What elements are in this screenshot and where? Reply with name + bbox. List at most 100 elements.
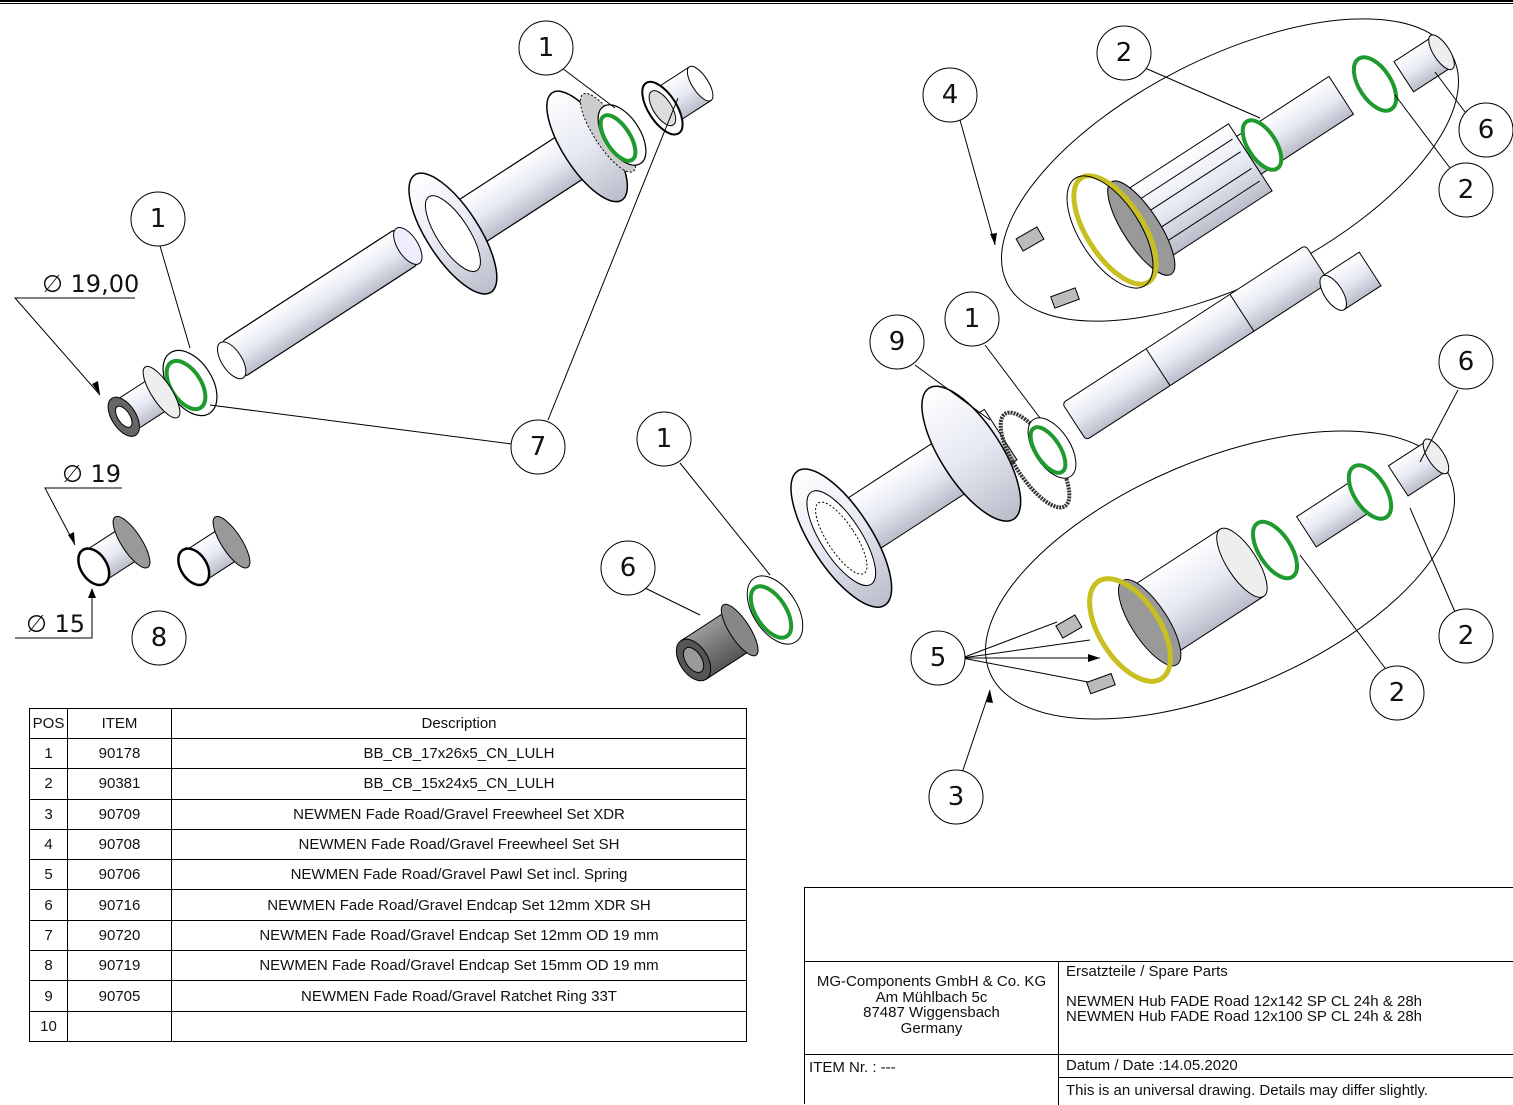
balloon-7: 7 [510, 419, 566, 475]
balloon-circle [518, 20, 574, 76]
balloon-label: 2 [1116, 38, 1133, 68]
balloon-circle [1369, 665, 1425, 721]
bom-header-description: Description [171, 708, 747, 739]
bom-header-pos: POS [29, 708, 68, 739]
balloon-circle [510, 419, 566, 475]
bearing-sh-outer [1351, 55, 1399, 113]
drawing-border-top [0, 0, 1513, 4]
balloon-circle [1458, 102, 1513, 158]
endcap-set-15mm [77, 515, 251, 587]
balloon-label: 3 [948, 782, 965, 812]
bearing-rear-right [1028, 425, 1068, 475]
axle-spacer [1319, 251, 1382, 311]
bearing-xdr-inner [1251, 519, 1299, 581]
bom-cell-pos: 6 [29, 889, 68, 921]
company-city: 87487 Wiggensbach [863, 1004, 1000, 1021]
group-outline-freewheel-xdr [985, 430, 1455, 720]
bom-cell-description: NEWMEN Fade Road/Gravel Freewheel Set XD… [171, 798, 747, 830]
balloon-label: 2 [1389, 678, 1406, 708]
bom-cell-item: 90708 [67, 828, 172, 861]
balloon-circle [1096, 25, 1152, 81]
bom-cell-pos: 1 [29, 737, 68, 770]
bom-cell-description: BB_CB_17x26x5_CN_LULH [171, 737, 747, 770]
balloon-6-left: 6 [600, 540, 656, 596]
balloon-label: 6 [1478, 115, 1495, 145]
balloon-2-sh-right: 2 [1438, 162, 1494, 218]
balloon-circle [944, 291, 1000, 347]
balloon-circle [1438, 334, 1494, 390]
balloon-4: 4 [922, 67, 978, 123]
front-axle [221, 230, 418, 377]
balloon-3: 3 [928, 769, 984, 825]
balloon-circle [928, 769, 984, 825]
product-line-12x100: NEWMEN Hub FADE Road 12x100 SP CL 24h & … [1066, 1008, 1423, 1025]
balloon-9: 9 [869, 314, 925, 370]
balloon-circle [869, 314, 925, 370]
endcap-front-right [641, 65, 714, 136]
document-type: Ersatzteile / Spare Parts [1066, 963, 1228, 980]
dimension-endcap8-id: ∅ 15 [26, 610, 85, 638]
bom-cell-item: 90716 [67, 889, 172, 921]
balloon-1-top: 1 [518, 20, 574, 76]
balloon-label: 6 [620, 553, 637, 583]
bom-cell-item: 90178 [67, 737, 172, 770]
balloon-label: 5 [930, 643, 947, 673]
bearing-rear-left [748, 584, 794, 640]
bom-cell-description: NEWMEN Fade Road/Gravel Endcap Set 12mm … [171, 889, 747, 921]
bom-cell-item: 90705 [67, 980, 172, 1012]
balloon-circle [922, 67, 978, 123]
balloon-label: 1 [150, 204, 167, 234]
bom-cell-description: NEWMEN Fade Road/Gravel Ratchet Ring 33T [171, 980, 747, 1012]
balloon-5: 5 [910, 630, 966, 686]
bom-cell-description [171, 1010, 747, 1042]
rear-axle [1063, 246, 1329, 440]
balloon-label: 4 [942, 80, 959, 110]
bearing-xdr-outer [1346, 463, 1394, 521]
balloon-circle [910, 630, 966, 686]
product-line-12x142: NEWMEN Hub FADE Road 12x142 SP CL 24h & … [1066, 993, 1423, 1010]
balloon-label: 2 [1458, 621, 1475, 651]
bom-cell-item: 90381 [67, 768, 172, 800]
bom-cell-pos: 8 [29, 950, 68, 982]
company-address: MG-Components GmbH & Co. KG Am Mühlbach … [805, 974, 1058, 1036]
disclaimer: This is an universal drawing. Details ma… [1066, 1082, 1429, 1099]
bom-cell-pos: 5 [29, 859, 68, 891]
balloon-1-left: 1 [130, 191, 186, 247]
balloon-2-xdr-right: 2 [1438, 608, 1494, 664]
endcap-front-left [107, 365, 181, 437]
dimension-endcap8-od: ∅ 19 [62, 460, 121, 488]
bom-cell-item: 90719 [67, 950, 172, 982]
company-name: MG-Components GmbH & Co. KG [816, 973, 1047, 990]
balloon-label: 2 [1458, 175, 1475, 205]
front-hub-assembly [107, 65, 714, 437]
arrowheads [68, 233, 1100, 703]
endcap-rear-left [675, 603, 759, 682]
bearing-sh-inner [1240, 118, 1284, 172]
balloon-6-xdr: 6 [1438, 334, 1494, 390]
pawl-xdr-2 [1086, 672, 1116, 695]
bom-cell-item: 90709 [67, 798, 172, 830]
item-number: ITEM Nr. : --- [809, 1059, 896, 1076]
lockring-xdr [1087, 576, 1173, 684]
pawl-sh-2 [1050, 287, 1080, 309]
dimension-endcap-od: ∅ 19,00 [42, 270, 139, 298]
bom-row: 10 [29, 1010, 747, 1042]
bom-header-row: POS ITEM Description [29, 708, 747, 739]
balloon-2-sh-top: 2 [1096, 25, 1152, 81]
balloon-label: 1 [656, 424, 673, 454]
bom-cell-description: NEWMEN Fade Road/Gravel Pawl Set incl. S… [171, 859, 747, 891]
freewheel-xdr [1055, 438, 1450, 695]
bom-cell-description: BB_CB_15x24x5_CN_LULH [171, 768, 747, 800]
endcap-sh [1393, 34, 1455, 93]
bom-cell-pos: 3 [29, 798, 68, 830]
